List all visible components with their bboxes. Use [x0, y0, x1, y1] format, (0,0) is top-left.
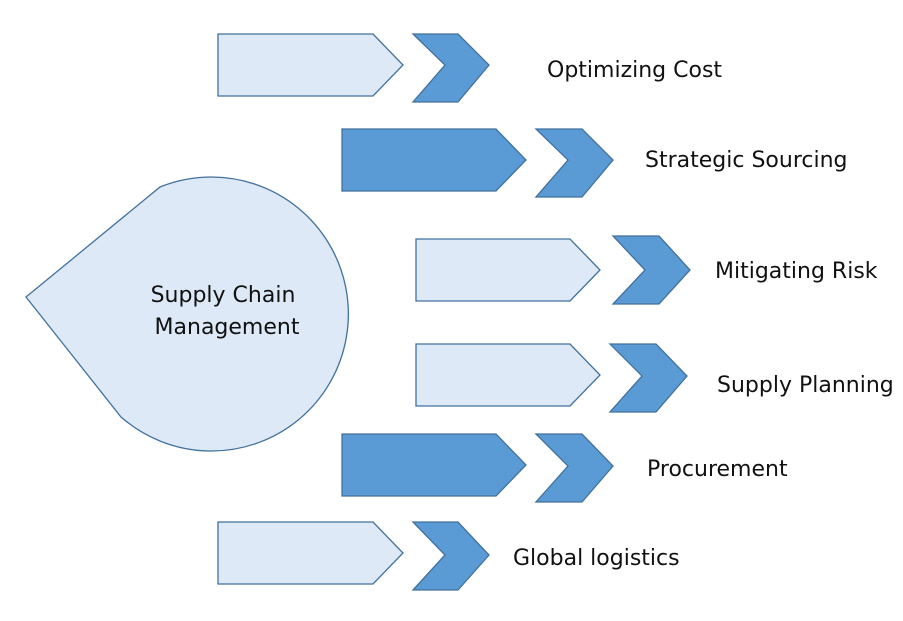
item-chevron	[411, 521, 490, 591]
item-mitigating-risk: Mitigating Risk	[415, 235, 878, 305]
item-label: Mitigating Risk	[715, 259, 878, 284]
center-label-line2: Management	[155, 315, 300, 340]
item-chevron	[608, 343, 688, 413]
item-chevron	[534, 128, 614, 198]
item-arrow-block	[415, 238, 601, 302]
item-optimizing-cost: Optimizing Cost	[217, 33, 722, 103]
center-label-line1: Supply Chain	[151, 283, 296, 308]
item-strategic-sourcing: Strategic Sourcing	[341, 128, 848, 198]
center-node: Supply Chain Management	[25, 176, 349, 452]
item-label: Optimizing Cost	[547, 58, 722, 83]
item-arrow-block	[341, 128, 527, 192]
item-arrow-block	[217, 33, 404, 97]
item-arrow-block	[341, 433, 527, 497]
item-label: Procurement	[647, 457, 788, 482]
item-chevron	[411, 33, 490, 103]
item-arrow-block	[415, 343, 601, 407]
item-arrow-block	[217, 521, 404, 585]
center-teardrop-shape	[25, 176, 349, 452]
item-chevron	[611, 235, 691, 305]
item-label: Supply Planning	[717, 373, 894, 398]
item-label: Global logistics	[513, 546, 680, 571]
item-chevron	[534, 433, 614, 503]
item-label: Strategic Sourcing	[645, 148, 848, 173]
item-global-logistics: Global logistics	[217, 521, 680, 591]
item-supply-planning: Supply Planning	[415, 343, 894, 413]
item-procurement: Procurement	[341, 433, 788, 503]
